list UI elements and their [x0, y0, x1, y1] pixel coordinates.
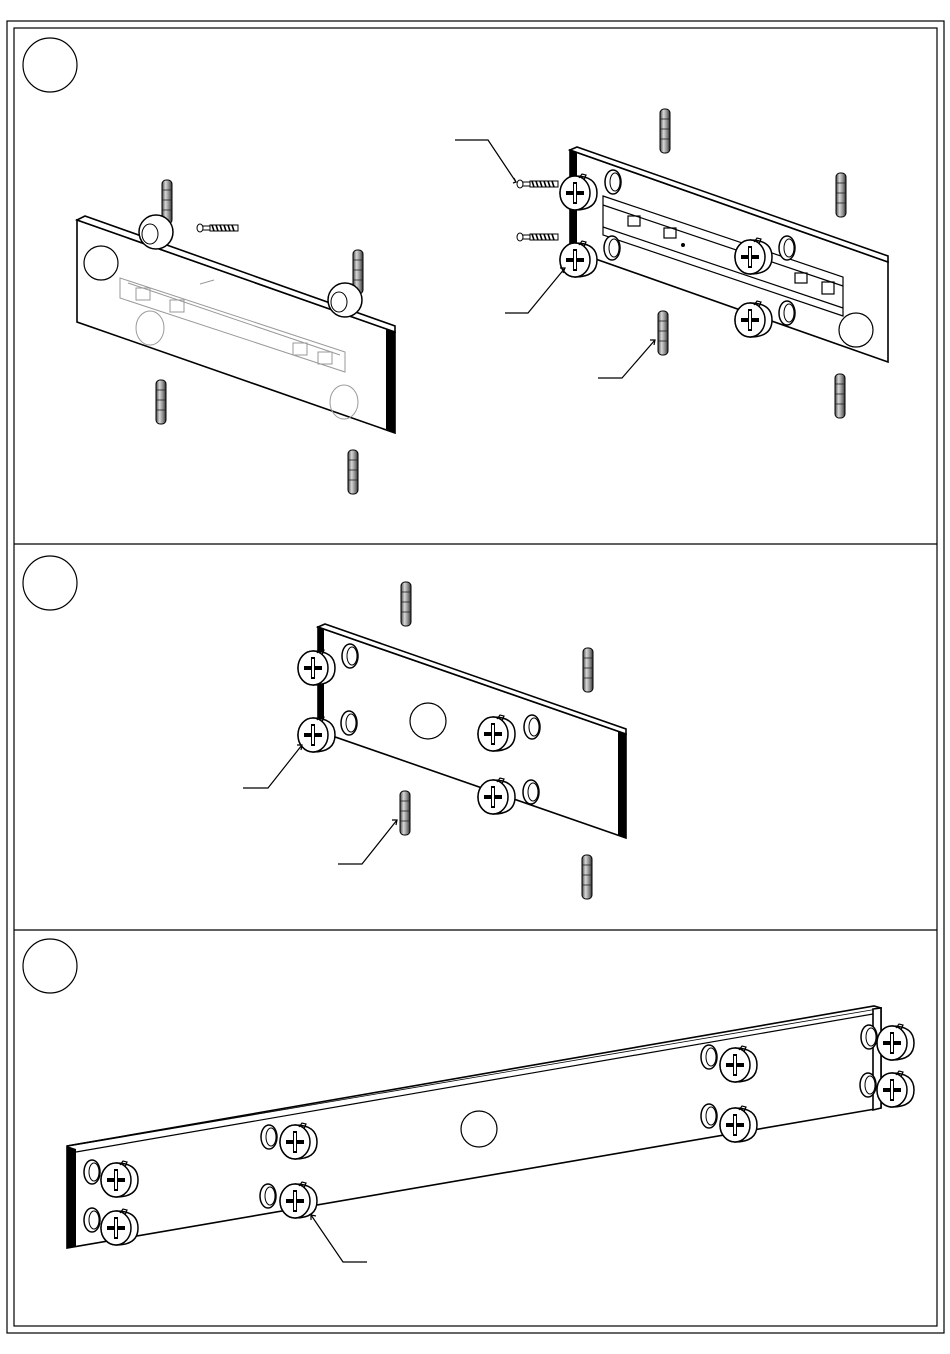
- leader-bolt: [455, 140, 516, 182]
- cam-lock-icon: [139, 215, 173, 249]
- leader-cam: [505, 268, 565, 313]
- panel-left-front: [77, 216, 395, 433]
- dowel-icon: [835, 374, 845, 418]
- cam-lock-icon: [101, 1161, 138, 1197]
- cam-lock-icon: [298, 649, 335, 685]
- cam-lock-icon: [560, 174, 597, 210]
- panel-middle: [318, 624, 626, 838]
- cam-lock-icon: [478, 778, 515, 814]
- cam-lock-icon: [735, 301, 772, 337]
- cam-bolt-icon: [517, 233, 558, 241]
- leader-cam: [311, 1215, 367, 1262]
- dowel-icon: [348, 450, 358, 494]
- panel-long: [67, 1006, 881, 1248]
- step-badge-b: [23, 556, 77, 610]
- leader-dowel: [598, 340, 655, 378]
- cam-lock-icon: [877, 1071, 914, 1107]
- step-b: [23, 556, 626, 899]
- step-c: [23, 939, 914, 1262]
- cam-lock-icon: [101, 1209, 138, 1245]
- cam-lock-icon: [560, 241, 597, 277]
- cam-lock-icon: [877, 1024, 914, 1060]
- leader-dowel: [338, 820, 397, 864]
- cam-lock-icon: [478, 715, 515, 751]
- dowel-icon: [401, 582, 411, 626]
- cam-lock-icon: [298, 716, 335, 752]
- cam-lock-icon: [720, 1046, 757, 1082]
- dowel-icon: [582, 855, 592, 899]
- cam-lock-icon: [280, 1182, 317, 1218]
- dowel-icon: [660, 109, 670, 153]
- cam-lock-icon: [735, 238, 772, 274]
- leader-cam: [243, 745, 302, 788]
- cam-lock-icon: [720, 1106, 757, 1142]
- cam-lock-icon: [280, 1123, 317, 1159]
- dowel-icon: [836, 173, 846, 217]
- step-badge-c: [23, 939, 77, 993]
- cam-bolt-icon: [197, 224, 238, 232]
- dowel-icon: [583, 648, 593, 692]
- step-badge-a: [23, 38, 77, 92]
- cam-bolt-icon: [517, 180, 558, 188]
- dowel-icon: [400, 791, 410, 835]
- step-a: [23, 38, 888, 494]
- dowel-icon: [658, 311, 668, 355]
- cam-lock-icon: [328, 283, 362, 317]
- dowel-icon: [156, 380, 166, 424]
